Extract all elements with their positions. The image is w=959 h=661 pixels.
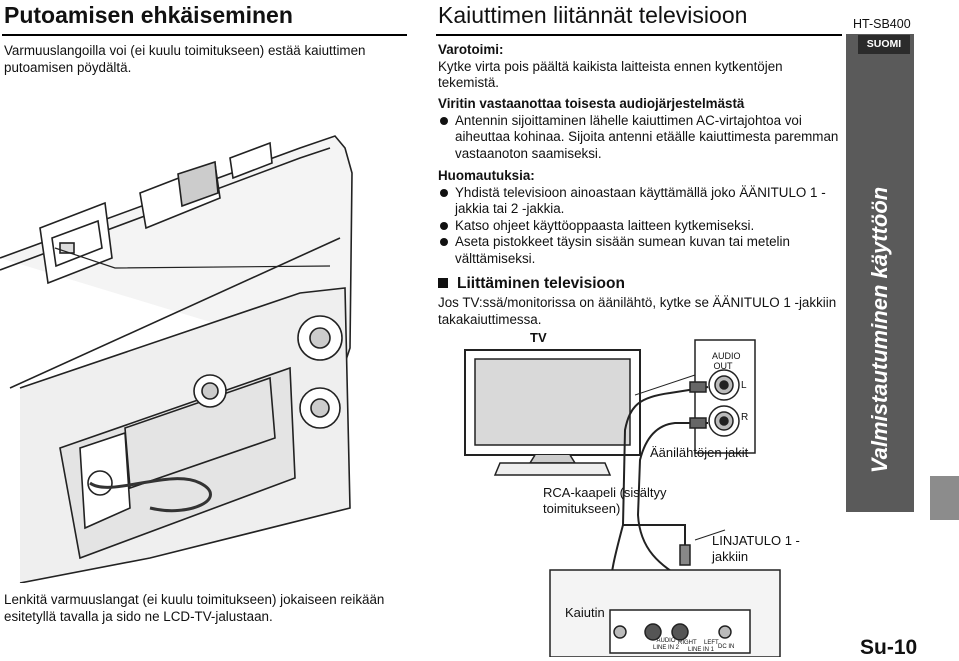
interference-item: Antennin sijoittaminen lähelle kaiuttime…: [438, 113, 840, 163]
cable-label: RCA-kaapeli (sisältyy toimitukseen): [543, 485, 667, 516]
port-right-label: RIGHT: [678, 640, 697, 646]
jack-r-label: R: [741, 412, 749, 423]
audio-out-label-line2: OUT: [713, 361, 733, 371]
left-intro-text: Varmuuslangoilla voi (ei kuulu toimituks…: [4, 43, 366, 75]
interference-heading: Viritin vastaanottaa toisesta audiojärje…: [438, 96, 745, 111]
main-title-rule: [436, 34, 842, 36]
left-title-rule: [2, 34, 407, 36]
jack-l-label: L: [741, 380, 747, 391]
connect-text: Jos TV:ssä/monitorissa on äänilähtö, kyt…: [438, 295, 837, 327]
audio-out-panel: [694, 339, 756, 454]
audio-out-label: AUDIO OUT: [712, 351, 741, 371]
connect-block: Liittäminen televisioon Jos TV:ssä/monit…: [438, 275, 840, 328]
audio-out-jacks-label: Äänilähtöjen jakit: [650, 445, 749, 460]
port-line-in1-label: LINE IN 1: [688, 647, 715, 653]
audio-out-label-line1: AUDIO: [712, 351, 741, 361]
interference-list: Antennin sijoittaminen lähelle kaiuttime…: [438, 113, 840, 163]
connect-heading-label: Liittäminen televisioon: [457, 275, 625, 292]
tv-illustration: [464, 349, 641, 476]
warning-block: Varotoimi: Kytke virta pois päältä kaiki…: [438, 42, 840, 92]
language-badge: SUOMI: [858, 35, 910, 54]
main-section-title: Kaiuttimen liitännät televisioon: [438, 2, 748, 28]
tv-label: TV: [530, 330, 547, 345]
port-dc-label: DC IN: [718, 644, 735, 650]
section-tab-marker: [930, 476, 959, 520]
note-item: Aseta pistokkeet täysin sisään sumean ku…: [438, 234, 840, 267]
warning-text: Kytke virta pois päältä kaikista laittei…: [438, 58, 783, 91]
line-in-label: LINJATULO 1 -jakkiin: [712, 533, 800, 564]
sidebar-band: [846, 34, 914, 512]
notes-block: Huomautuksia: Yhdistä televisioon ainoas…: [438, 168, 840, 267]
section-vertical-label: Valmistautuminen käyttöön: [867, 186, 892, 474]
speaker-rear-illustration: [0, 135, 353, 583]
speaker-label: Kaiutin: [565, 605, 605, 620]
interference-block: Viritin vastaanottaa toisesta audiojärje…: [438, 96, 840, 162]
connection-diagram: [464, 339, 781, 657]
note-item: Yhdistä televisioon ainoastaan käyttämäl…: [438, 185, 840, 218]
notes-list: Yhdistä televisioon ainoastaan käyttämäl…: [438, 185, 840, 268]
warning-heading: Varotoimi:: [438, 42, 504, 57]
model-number: HT-SB400: [853, 17, 911, 31]
port-audio-in2-label: AUDIO LINE IN 2: [653, 638, 679, 652]
port-audio-in2-line2: LINE IN 2: [653, 645, 680, 651]
page-number: Su-10: [860, 636, 918, 659]
speaker-rear-panel: [549, 569, 781, 657]
notes-heading: Huomautuksia:: [438, 168, 535, 183]
connect-heading: Liittäminen televisioon: [438, 275, 840, 293]
left-caption-text: Lenkitä varmuuslangat (ei kuulu toimituk…: [4, 592, 385, 624]
square-bullet-icon: [438, 278, 448, 288]
port-audio-in2-line1: AUDIO: [656, 638, 676, 644]
note-item: Katso ohjeet käyttöoppaasta laitteen kyt…: [438, 218, 840, 235]
left-section-title: Putoamisen ehkäiseminen: [4, 2, 293, 28]
port-left-label: LEFT: [704, 640, 719, 646]
